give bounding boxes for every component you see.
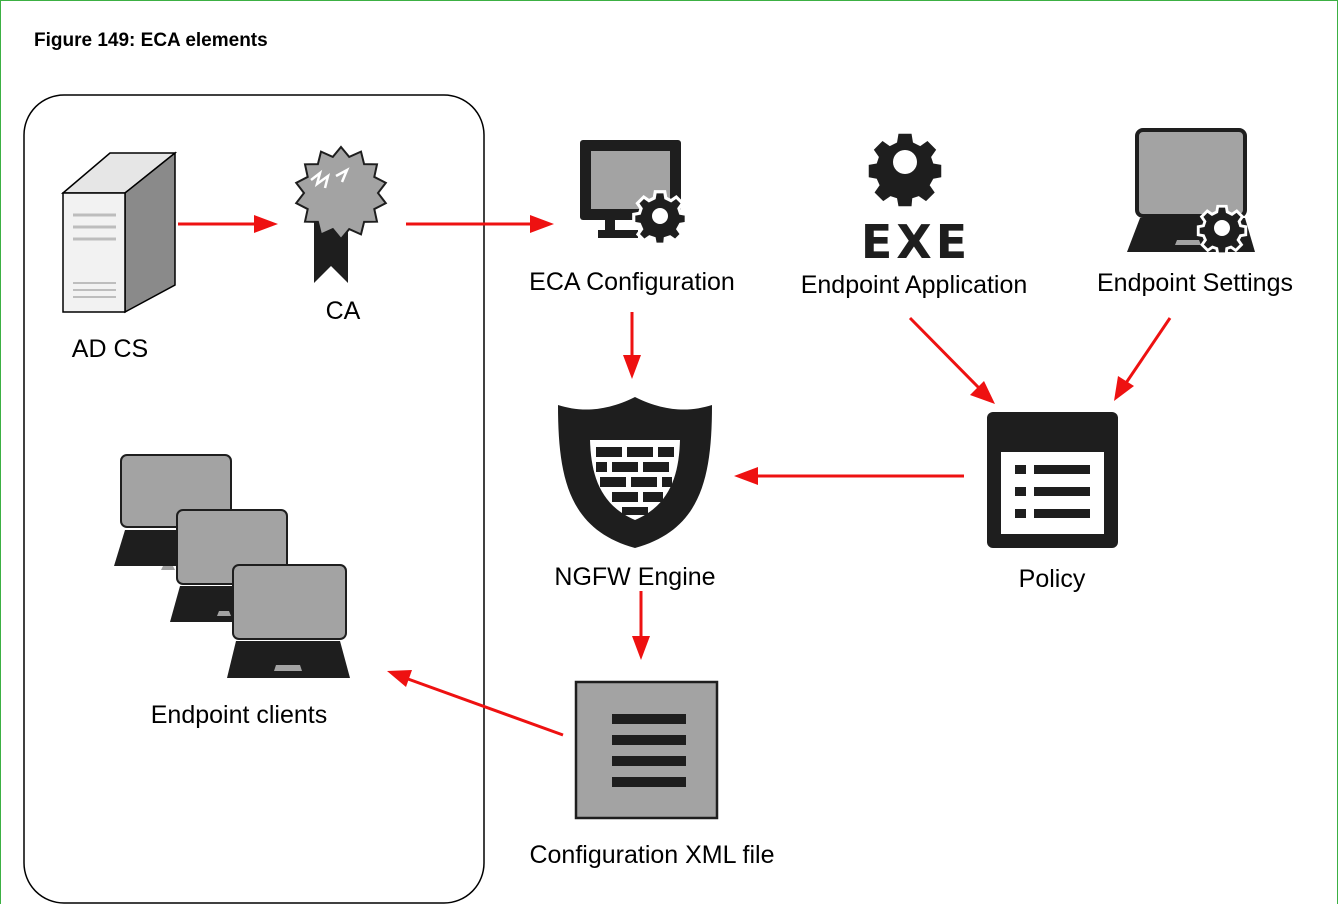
exe-text: EXE — [861, 215, 971, 269]
eca-config-label: ECA Configuration — [529, 268, 735, 296]
exe-gear-icon: EXE — [861, 133, 971, 269]
arrow-policy-to-ngfw — [734, 467, 964, 485]
laptops-icon — [114, 454, 350, 678]
arrow-adcs-to-ca — [178, 215, 278, 233]
arrow-eca-to-ngfw — [623, 312, 641, 379]
arrow-app-to-policy — [908, 316, 995, 404]
endpoint-app-label: Endpoint Application — [801, 271, 1028, 299]
server-icon — [60, 151, 178, 314]
figure-title: Figure 149: ECA elements — [34, 30, 268, 51]
arrow-ngfw-to-xml — [632, 591, 650, 660]
certificate-icon — [294, 145, 388, 283]
ad-cs-label: AD CS — [72, 335, 148, 363]
ngfw-label: NGFW Engine — [554, 563, 715, 591]
arrow-ca-to-eca — [406, 215, 554, 233]
endpoint-settings-label: Endpoint Settings — [1097, 269, 1293, 297]
monitor-gear-icon — [580, 140, 688, 246]
laptop-gear-icon — [1127, 128, 1255, 256]
arrow-settings-to-policy — [1114, 317, 1172, 401]
policy-label: Policy — [1019, 565, 1086, 593]
firewall-shield-icon — [558, 397, 712, 548]
arrow-xml-to-clients — [387, 670, 564, 737]
policy-list-icon — [987, 412, 1118, 548]
ad-domain-container — [23, 94, 485, 904]
document-icon — [574, 680, 719, 820]
endpoint-clients-label: Endpoint clients — [151, 701, 328, 729]
xml-label: Configuration XML file — [529, 841, 774, 869]
ca-label: CA — [326, 297, 361, 325]
